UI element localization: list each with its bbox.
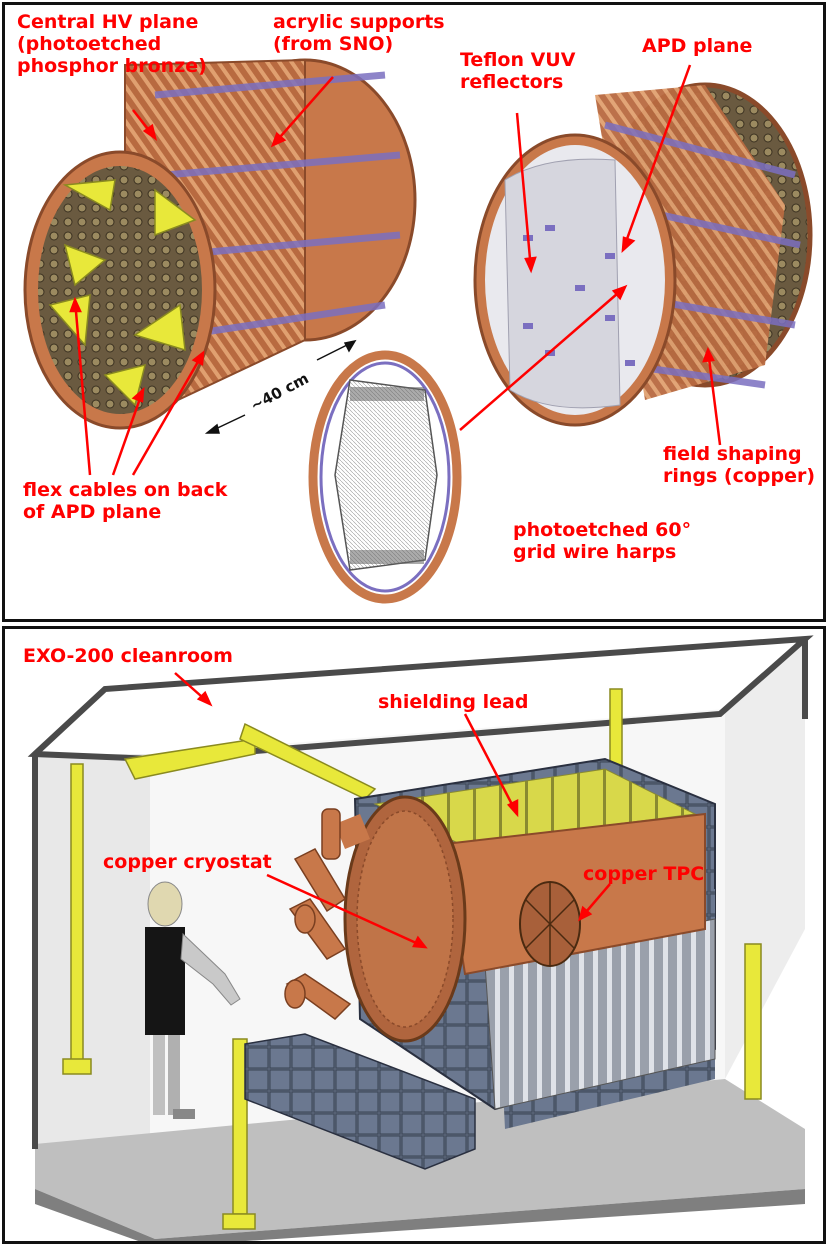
label-apd-plane: APD plane	[642, 35, 752, 57]
label-copper-cryostat: copper cryostat	[103, 851, 272, 873]
label-hv-plane-line2: (photoetched	[17, 33, 162, 55]
human-figure	[145, 881, 241, 1119]
label-harps-line2: grid wire harps	[513, 541, 677, 563]
label-shielding-lead: shielding lead	[378, 691, 529, 713]
label-arrows	[69, 64, 722, 476]
label-flex-cables: flex cables on back of APD plane	[23, 479, 227, 523]
label-field-shaping-rings: field shaping rings (copper)	[663, 443, 815, 487]
label-teflon-line2: reflectors	[460, 71, 564, 93]
label-flex-line1: flex cables on back	[23, 479, 228, 501]
tpc-components-panel: Central HV plane (photoetched phosphor b…	[2, 2, 826, 622]
cryostat-pipes	[284, 808, 352, 1020]
label-field-line1: field shaping	[663, 443, 802, 465]
overhead-crane	[62, 688, 762, 1230]
cleanroom-drawing	[27, 635, 814, 1241]
grid-wire-harp	[308, 350, 462, 604]
copper-tpc	[519, 881, 581, 967]
label-acrylic-line2: (from SNO)	[273, 33, 394, 55]
cleanroom-panel: EXO-200 cleanroom shielding lead copper …	[2, 626, 826, 1244]
label-hv-plane: Central HV plane (photoetched phosphor b…	[17, 11, 207, 77]
label-arrows	[174, 672, 611, 949]
label-grid-wire-harps: photoetched 60° grid wire harps	[513, 519, 691, 563]
label-copper-tpc: copper TPC	[583, 863, 705, 885]
label-teflon-reflectors: Teflon VUV reflectors	[460, 49, 575, 93]
label-teflon-line1: Teflon VUV	[460, 49, 576, 71]
label-field-line2: rings (copper)	[663, 465, 816, 487]
label-cleanroom: EXO-200 cleanroom	[23, 645, 233, 667]
label-acrylic-line1: acrylic supports	[273, 11, 445, 33]
dimension-arrows	[204, 339, 357, 434]
label-hv-plane-line3: phosphor bronze)	[17, 55, 207, 77]
copper-cryostat	[335, 795, 706, 1043]
label-flex-line2: of APD plane	[23, 501, 162, 523]
label-acrylic-supports: acrylic supports (from SNO)	[273, 11, 445, 55]
label-harps-line1: photoetched 60°	[513, 519, 692, 541]
label-hv-plane-line1: Central HV plane	[17, 11, 199, 33]
tpc-components-drawing	[23, 58, 813, 604]
label-apd-line1: APD plane	[642, 35, 753, 57]
